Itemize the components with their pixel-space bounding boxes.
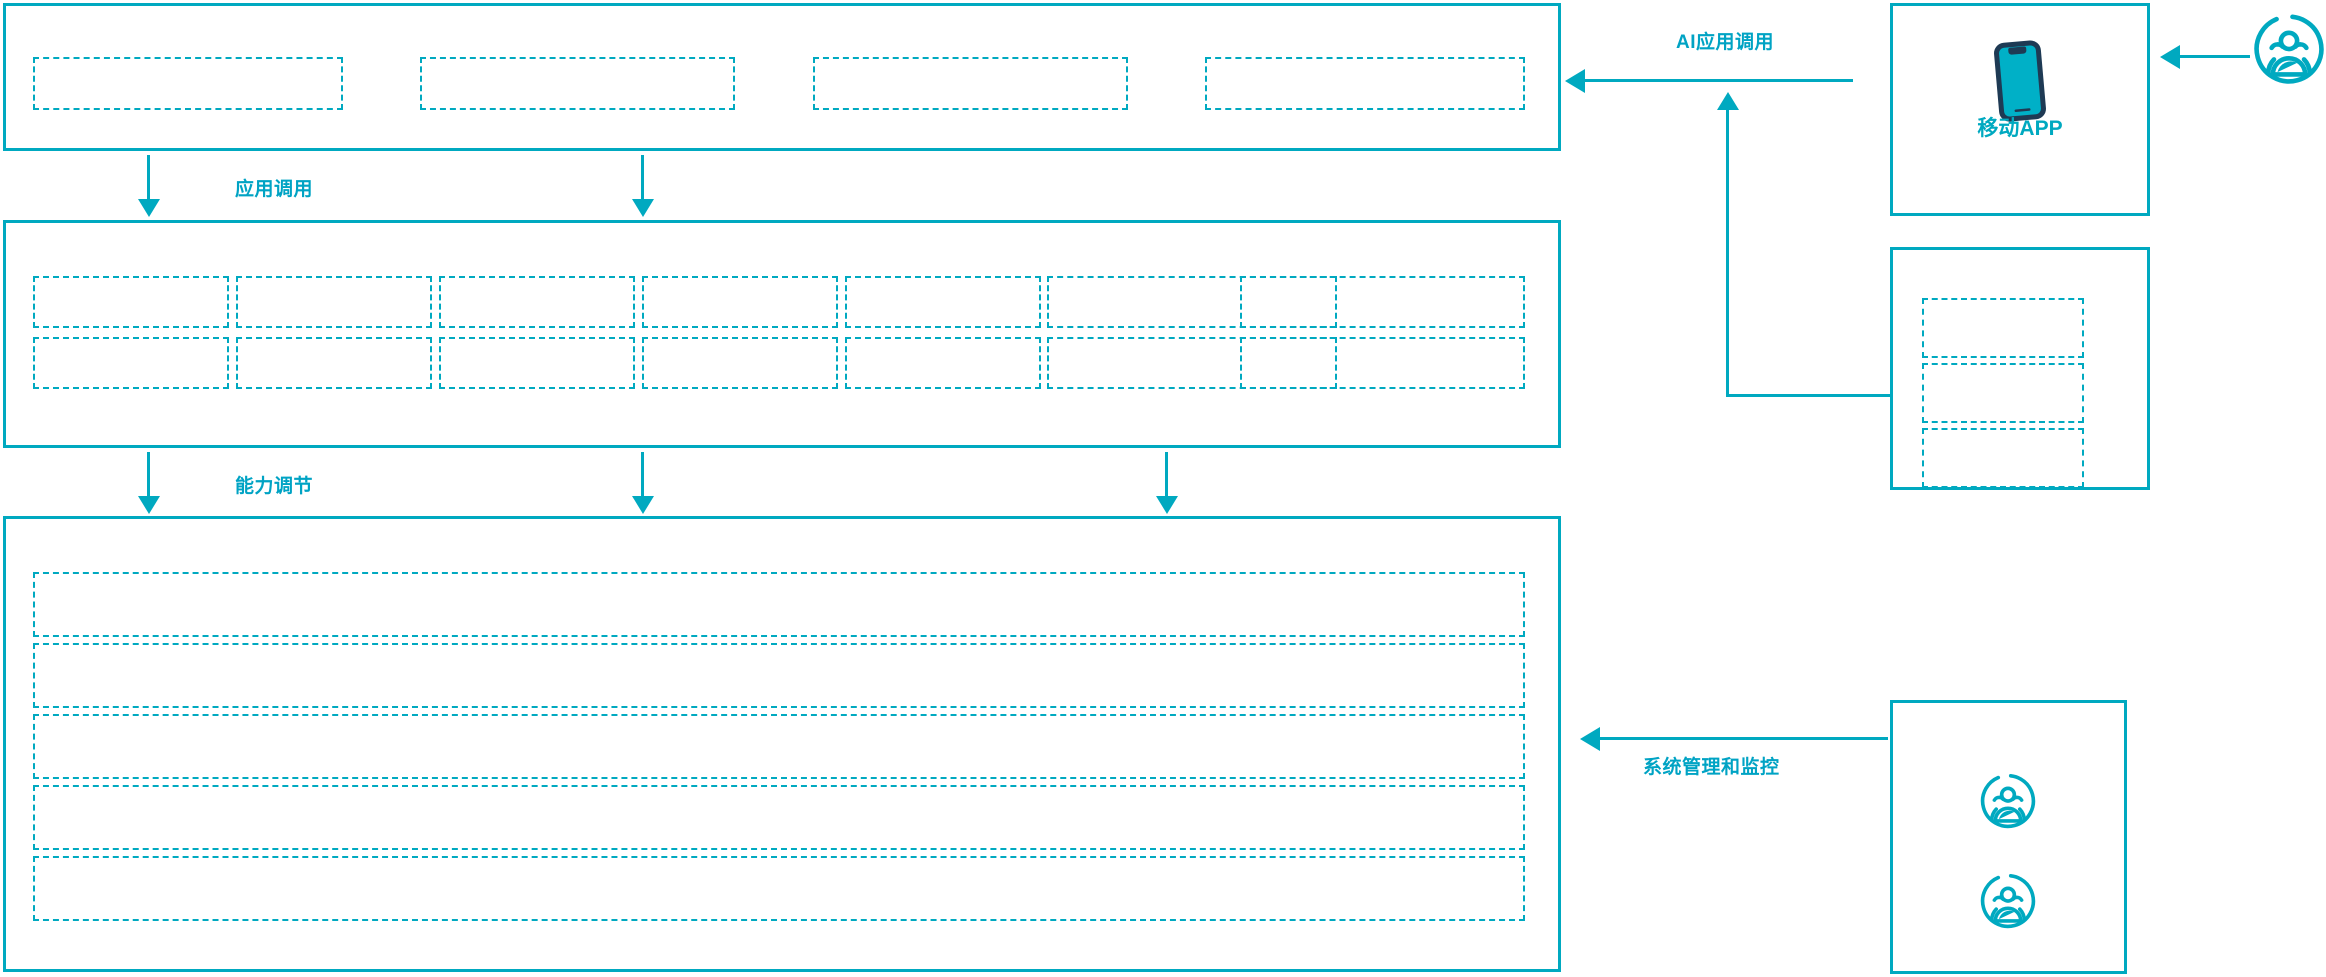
- cap-cell-r1c1[interactable]: [33, 276, 229, 328]
- cap-cell-r2c2[interactable]: [236, 337, 432, 389]
- cap-cell-wide-r2[interactable]: [1047, 337, 1337, 389]
- operations-user-group-icon-1: [1979, 772, 2037, 830]
- system-mgmt-monitor-label: 系统管理和监控: [1643, 757, 1780, 778]
- smartphone-icon: [1983, 38, 2057, 124]
- secondary-cell-3[interactable]: [1922, 428, 2084, 488]
- infra-row-5[interactable]: [33, 856, 1525, 921]
- cap-cell-r2c5[interactable]: [845, 337, 1041, 389]
- capability-arrow-line-3: [1165, 452, 1168, 500]
- infra-row-4[interactable]: [33, 785, 1525, 850]
- cap-cell-r1c3[interactable]: [439, 276, 635, 328]
- actor-to-mobile-arrow-line: [2180, 55, 2250, 58]
- app-cell-4[interactable]: [1205, 57, 1525, 110]
- capability-arrow-head-2: [632, 496, 654, 514]
- system-mgmt-arrow-line: [1600, 737, 1888, 740]
- secondary-feed-arrow-line: [1726, 110, 1729, 397]
- infra-row-3[interactable]: [33, 714, 1525, 779]
- capability-layer-panel: [3, 220, 1561, 448]
- actor-to-mobile-arrow-head: [2160, 45, 2180, 69]
- ai-app-call-arrow-head: [1565, 69, 1585, 93]
- secondary-cell-1[interactable]: [1922, 298, 2084, 358]
- app-cell-1[interactable]: [33, 57, 343, 110]
- app-call-arrow-line-1: [147, 155, 150, 203]
- cap-cell-r1c2[interactable]: [236, 276, 432, 328]
- app-call-arrow-line-2: [641, 155, 644, 203]
- cap-cell-far-r1[interactable]: [1240, 276, 1525, 328]
- cap-cell-r1c5[interactable]: [845, 276, 1041, 328]
- capability-arrow-line-2: [641, 452, 644, 500]
- ai-app-call-arrow-line: [1585, 79, 1853, 82]
- capability-arrow-line-1: [147, 452, 150, 500]
- app-call-label: 应用调用: [235, 179, 314, 200]
- mobile-app-label: 移动APP: [1977, 117, 2063, 140]
- cap-cell-wide-r1[interactable]: [1047, 276, 1337, 328]
- secondary-feed-arrow-head: [1717, 92, 1739, 110]
- infrastructure-layer-panel: [3, 516, 1561, 972]
- app-call-arrow-head-2: [632, 199, 654, 217]
- secondary-cell-2[interactable]: [1922, 363, 2084, 423]
- cap-cell-r2c3[interactable]: [439, 337, 635, 389]
- cap-cell-r1c4[interactable]: [642, 276, 838, 328]
- end-user-actor-icon: [2252, 12, 2326, 86]
- capability-arrow-head-3: [1156, 496, 1178, 514]
- app-call-arrow-head-1: [138, 199, 160, 217]
- capability-adjust-label: 能力调节: [235, 476, 314, 497]
- app-cell-2[interactable]: [420, 57, 735, 110]
- secondary-feed-elbow: [1726, 394, 1891, 397]
- secondary-right-panel[interactable]: [1890, 247, 2150, 490]
- operations-user-group-icon-2: [1979, 872, 2037, 930]
- cap-cell-r2c1[interactable]: [33, 337, 229, 389]
- ai-app-call-label: AI应用调用: [1676, 32, 1775, 53]
- infra-row-1[interactable]: [33, 572, 1525, 637]
- operations-panel[interactable]: [1890, 700, 2127, 974]
- cap-cell-r2c4[interactable]: [642, 337, 838, 389]
- system-mgmt-arrow-head: [1580, 727, 1600, 751]
- cap-cell-far-r2[interactable]: [1240, 337, 1525, 389]
- application-layer-panel: [3, 3, 1561, 151]
- app-cell-3[interactable]: [813, 57, 1128, 110]
- capability-arrow-head-1: [138, 496, 160, 514]
- infra-row-2[interactable]: [33, 643, 1525, 708]
